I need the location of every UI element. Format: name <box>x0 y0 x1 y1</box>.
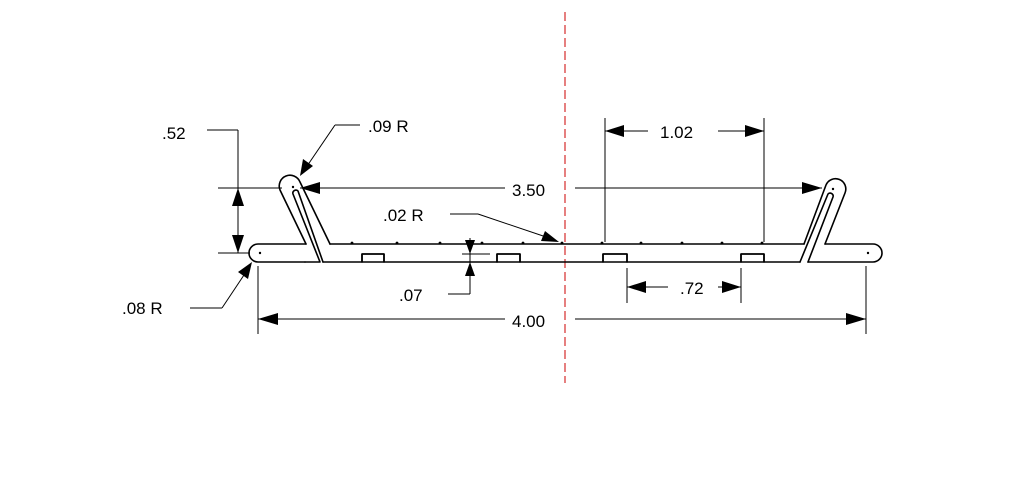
left-end-bulb <box>248 243 307 263</box>
right-leg-inner <box>799 192 834 263</box>
dim-slot-width: .72 <box>626 268 742 303</box>
surface-radius-label: .02 R <box>383 206 424 225</box>
slot-1 <box>361 253 385 263</box>
end-radius-label: .08 R <box>122 299 163 318</box>
dim-slot-depth: .07 <box>399 238 490 305</box>
right-end-bulb <box>807 243 883 263</box>
right-leg-outer <box>803 177 847 245</box>
height-label: .52 <box>162 124 186 143</box>
top-radius-label: .09 R <box>368 117 409 136</box>
dim-height: .52 <box>162 124 282 254</box>
slot-3 <box>602 253 628 263</box>
slot-2 <box>496 253 521 263</box>
left-leg-inner <box>292 189 324 263</box>
slot-spacing-label: 1.02 <box>660 123 693 142</box>
dim-end-radius: .08 R <box>122 262 252 318</box>
slot-depth-label: .07 <box>399 286 423 305</box>
dim-slot-spacing: 1.02 <box>604 118 765 242</box>
inner-span-label: 3.50 <box>512 181 545 200</box>
dim-overall-width: 4.00 <box>257 266 867 334</box>
dim-inner-span: 3.50 <box>300 178 822 200</box>
overall-width-label: 4.00 <box>512 312 545 331</box>
slot-width-label: .72 <box>680 279 704 298</box>
surface-bumps <box>258 185 870 255</box>
dim-top-radius: .09 R <box>300 117 409 176</box>
bottom-surface <box>322 253 801 263</box>
part-outline <box>248 174 883 263</box>
slot-4 <box>740 253 765 263</box>
dim-surface-radius: .02 R <box>383 206 559 242</box>
